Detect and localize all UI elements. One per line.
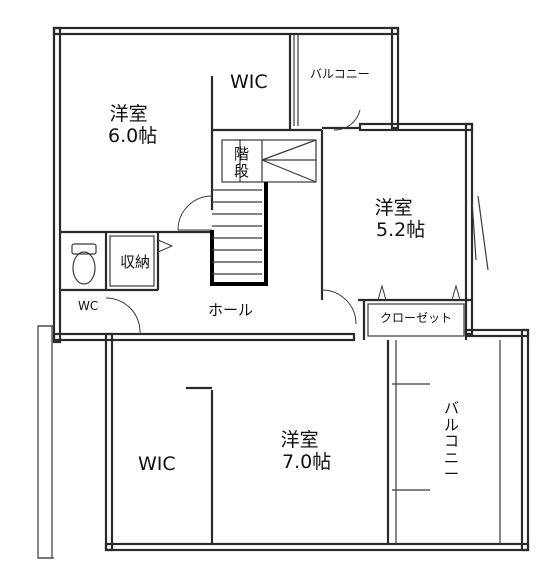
stairs	[210, 139, 317, 286]
room-storage: 収納	[120, 253, 151, 271]
closet-box	[367, 303, 465, 337]
deck-left	[37, 325, 54, 559]
room-size: 5.2帖	[376, 218, 426, 241]
room-size: 6.0帖	[108, 124, 158, 147]
room-wic-n: WIC	[230, 71, 268, 93]
storage-shelf	[109, 235, 155, 287]
room-bedroom-nw: 洋室 6.0帖	[100, 103, 158, 148]
room-hall: ホール	[208, 301, 254, 319]
room-balcony-n: バルコニー	[310, 67, 370, 81]
door-swings	[105, 109, 461, 335]
balcony-north-rail	[293, 34, 299, 126]
room-wic-s: WIC	[138, 453, 176, 475]
room-name: 洋室	[109, 103, 148, 125]
balcony-south-rail	[392, 340, 501, 544]
room-closet: クローゼット	[380, 311, 453, 325]
room-bedroom-s: 洋室 7.0帖	[268, 429, 332, 474]
room-bedroom-e: 洋室 5.2帖	[362, 197, 426, 242]
room-stairs: 階段	[234, 145, 250, 180]
room-name: 洋室	[280, 429, 319, 451]
toilet-fixture	[71, 243, 97, 285]
outer-walls	[52, 26, 530, 552]
room-name: 洋室	[374, 197, 413, 219]
room-size: 7.0帖	[282, 450, 332, 473]
east-windows	[471, 195, 489, 271]
room-balcony-s: バルコニー	[444, 399, 460, 483]
room-wc: WC	[78, 299, 99, 313]
interior-walls	[60, 34, 472, 544]
